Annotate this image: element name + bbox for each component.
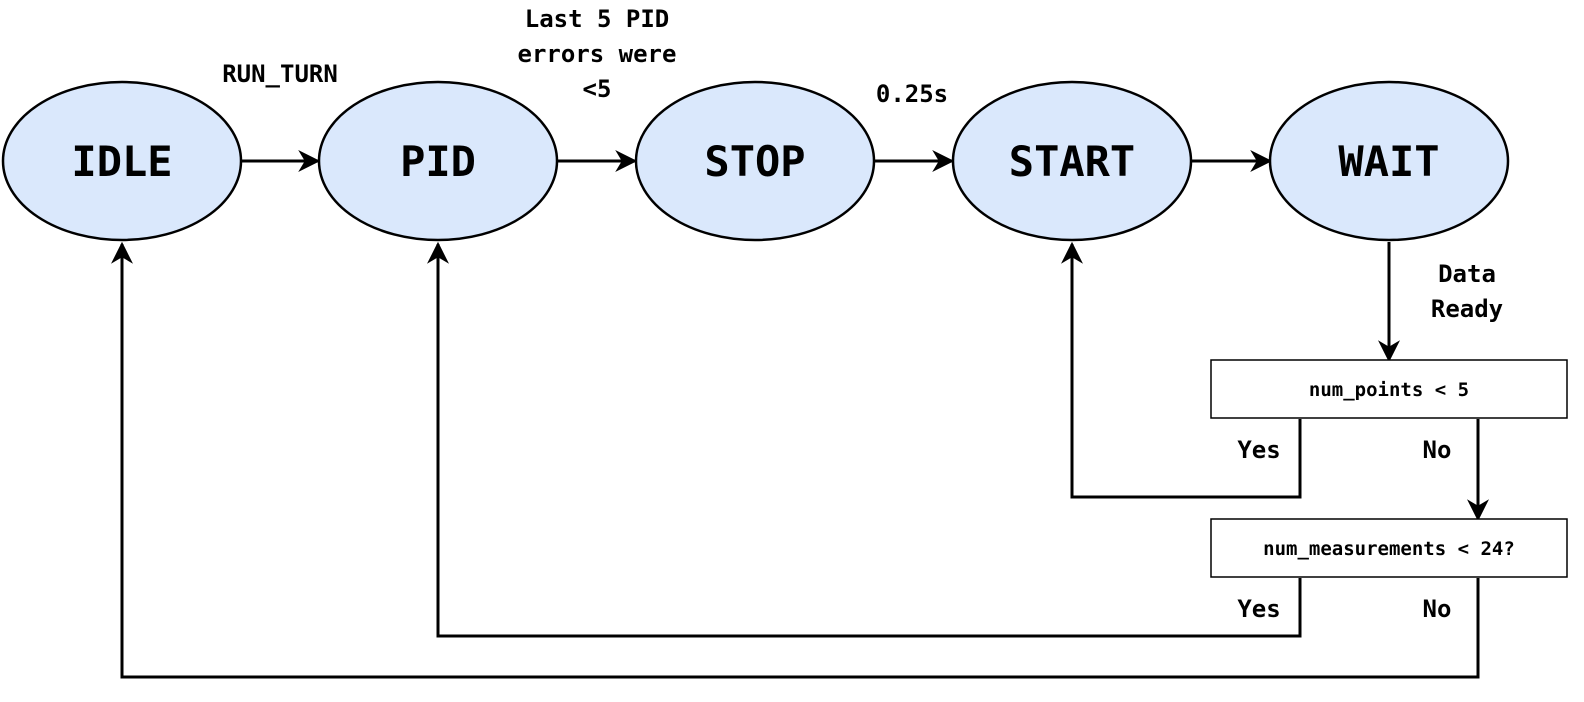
edge-labels: RUN_TURN Last 5 PID errors were <5 0.25s… (222, 5, 1503, 623)
state-wait-shape (1268, 80, 1510, 242)
state-stop: STOP (634, 80, 876, 242)
state-start-shape (951, 80, 1193, 242)
label-run-turn: RUN_TURN (222, 60, 338, 88)
decision-num-points-box (1210, 359, 1568, 419)
decision-num-points: num_points < 5 (1210, 359, 1568, 419)
state-idle-label: IDLE (71, 137, 172, 186)
decision-num-points-question: num_points < 5 (1309, 379, 1469, 401)
label-last-5-pid-line-1: Last 5 PID (525, 5, 670, 33)
edge-num-measurements-yes-to-pid (427, 241, 1302, 638)
label-last-5-pid-line-3: <5 (583, 75, 612, 103)
label-delay: 0.25s (876, 80, 948, 108)
state-pid: PID (317, 80, 559, 242)
state-start-label: START (1009, 137, 1135, 186)
edges (111, 150, 1489, 679)
state-wait: WAIT (1268, 80, 1510, 242)
state-idle: IDLE (1, 80, 243, 242)
state-stop-label: STOP (704, 137, 805, 186)
state-stop-shape (634, 80, 876, 242)
label-data-ready-line-1: Data (1438, 260, 1496, 288)
label-num-points-yes: Yes (1237, 436, 1280, 464)
label-num-measurements-no: No (1423, 595, 1452, 623)
decision-num-measurements-question: num_measurements < 24? (1263, 538, 1515, 560)
label-num-measurements-yes: Yes (1237, 595, 1280, 623)
edge-num-points-yes-to-start (1061, 241, 1302, 499)
decision-num-measurements: num_measurements < 24? (1210, 518, 1568, 578)
label-last-5-pid-line-2: errors were (518, 40, 677, 68)
state-idle-shape (1, 80, 243, 242)
state-start: START (951, 80, 1193, 242)
decision-num-measurements-box (1210, 518, 1568, 578)
state-pid-shape (317, 80, 559, 242)
state-pid-label: PID (400, 137, 476, 186)
state-wait-label: WAIT (1338, 137, 1439, 186)
edge-num-measurements-no-to-idle (111, 241, 1480, 679)
label-num-points-no: No (1423, 436, 1452, 464)
label-data-ready-line-2: Ready (1431, 295, 1503, 323)
